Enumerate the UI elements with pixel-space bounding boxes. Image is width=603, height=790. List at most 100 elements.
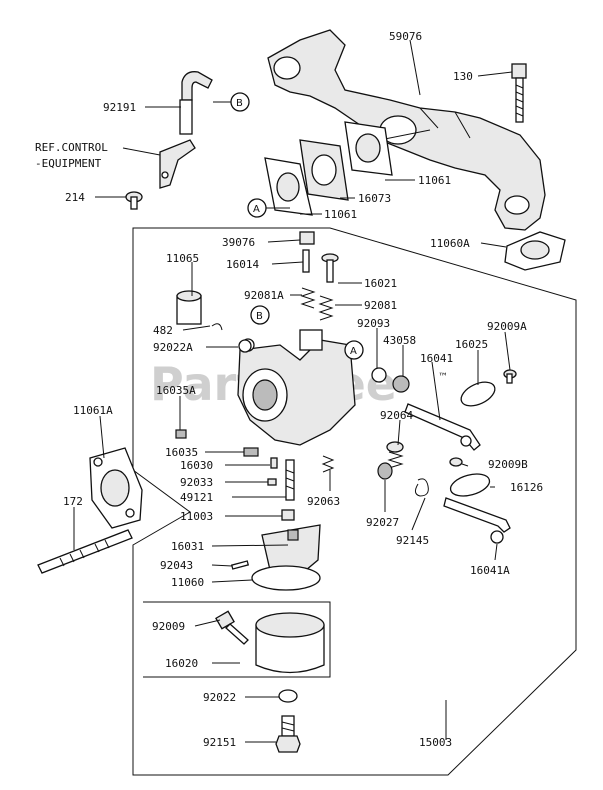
spring-92081A[interactable] bbox=[300, 287, 316, 309]
screw-92009A[interactable] bbox=[503, 369, 517, 384]
label-39076: 39076 bbox=[222, 236, 255, 249]
carburetor-body[interactable] bbox=[237, 329, 356, 446]
plate-16126[interactable] bbox=[448, 470, 492, 500]
label-15003: 15003 bbox=[419, 736, 452, 749]
label-43058: 43058 bbox=[383, 334, 416, 347]
label-92009B: 92009B bbox=[488, 458, 528, 471]
callout-b-top: B bbox=[230, 92, 250, 112]
label-92063: 92063 bbox=[307, 495, 340, 508]
screw-92009[interactable] bbox=[215, 610, 249, 645]
float-16031[interactable] bbox=[261, 524, 321, 576]
label-16073: 16073 bbox=[358, 192, 391, 205]
washer-92022[interactable] bbox=[278, 689, 298, 703]
pin-16035A[interactable] bbox=[175, 429, 187, 439]
screw-92063[interactable] bbox=[321, 455, 335, 473]
washer-92027[interactable] bbox=[377, 462, 393, 480]
float-bowl-16020[interactable] bbox=[255, 612, 325, 674]
label-16041A: 16041A bbox=[470, 564, 510, 577]
bolt-130[interactable] bbox=[511, 63, 527, 123]
svg-text:B: B bbox=[236, 98, 243, 109]
gasket-11060[interactable] bbox=[251, 565, 321, 591]
spring-92145[interactable] bbox=[414, 478, 429, 497]
gasket-11060A[interactable] bbox=[504, 231, 566, 271]
bolt-92151[interactable] bbox=[275, 715, 301, 753]
label-92145: 92145 bbox=[396, 534, 429, 547]
needle-49121[interactable] bbox=[285, 459, 295, 501]
seal-43058[interactable] bbox=[392, 375, 410, 393]
label-92022: 92022 bbox=[203, 691, 236, 704]
label-16021: 16021 bbox=[364, 277, 397, 290]
svg-text:A: A bbox=[350, 346, 357, 357]
washer-92022A[interactable] bbox=[238, 339, 252, 353]
label-ref-control-2: -EQUIPMENT bbox=[35, 157, 102, 170]
label-130: 130 bbox=[453, 70, 473, 83]
clip-482[interactable] bbox=[211, 323, 223, 331]
shaft-16041A[interactable] bbox=[443, 497, 511, 544]
plate-16025[interactable] bbox=[457, 377, 498, 410]
screw-16021[interactable] bbox=[321, 253, 339, 283]
cap-39076[interactable] bbox=[299, 231, 315, 245]
spring-92064[interactable] bbox=[386, 441, 404, 469]
label-49121: 49121 bbox=[180, 491, 213, 504]
watermark-trademark: ™ bbox=[438, 372, 448, 383]
gasket-11061A[interactable] bbox=[89, 447, 143, 529]
callout-a-top: A bbox=[247, 198, 267, 218]
insulator-16073[interactable] bbox=[299, 139, 349, 201]
label-92009: 92009 bbox=[152, 620, 185, 633]
label-172: 172 bbox=[63, 495, 83, 508]
bracket-ref-control bbox=[159, 139, 196, 189]
screw-214[interactable] bbox=[125, 191, 143, 210]
o-ring-92093[interactable] bbox=[371, 367, 387, 383]
label-16035: 16035 bbox=[165, 446, 198, 459]
pin-16035[interactable] bbox=[243, 447, 259, 457]
part-labels: 59076 130 92191 REF.CONTROL -EQUIPMENT 2… bbox=[35, 30, 543, 749]
bowl-group-bracket bbox=[143, 601, 331, 678]
label-214: 214 bbox=[65, 191, 85, 204]
label-92081A: 92081A bbox=[244, 289, 284, 302]
callout-b-carb: B bbox=[250, 305, 270, 325]
callout-a-carb: A bbox=[344, 340, 364, 360]
screw-92009B[interactable] bbox=[449, 457, 463, 467]
label-ref-control-1: REF.CONTROL bbox=[35, 141, 108, 154]
label-92009A: 92009A bbox=[487, 320, 527, 333]
label-11060: 11060 bbox=[171, 576, 204, 589]
clip-92033[interactable] bbox=[267, 478, 277, 486]
stud-172[interactable] bbox=[37, 529, 133, 574]
assembly-outline bbox=[132, 227, 577, 776]
label-92151: 92151 bbox=[203, 736, 236, 749]
label-92191: 92191 bbox=[103, 101, 136, 114]
label-92064: 92064 bbox=[380, 409, 413, 422]
gasket-11061-bottom[interactable] bbox=[264, 157, 313, 216]
collar-11065[interactable] bbox=[176, 290, 202, 325]
label-16041: 16041 bbox=[420, 352, 453, 365]
label-11061A: 11061A bbox=[73, 404, 113, 417]
label-59076: 59076 bbox=[389, 30, 422, 43]
label-16025: 16025 bbox=[455, 338, 488, 351]
label-92022A: 92022A bbox=[153, 341, 193, 354]
label-11003: 11003 bbox=[180, 510, 213, 523]
label-11061-top: 11061 bbox=[418, 174, 451, 187]
label-11065: 11065 bbox=[166, 252, 199, 265]
svg-text:A: A bbox=[253, 204, 260, 215]
label-16035A: 16035A bbox=[156, 384, 196, 397]
gasket-11061-top[interactable] bbox=[344, 121, 393, 176]
label-482: 482 bbox=[153, 324, 173, 337]
needle-16030[interactable] bbox=[270, 457, 278, 469]
plug-11003[interactable] bbox=[281, 509, 295, 521]
label-16020: 16020 bbox=[165, 657, 198, 670]
label-92093: 92093 bbox=[357, 317, 390, 330]
shaft-16041[interactable] bbox=[404, 403, 481, 451]
label-92027: 92027 bbox=[366, 516, 399, 529]
manifold-59076[interactable] bbox=[267, 29, 546, 231]
jet-16014[interactable] bbox=[302, 249, 310, 273]
spring-92081[interactable] bbox=[318, 295, 334, 321]
label-16030: 16030 bbox=[180, 459, 213, 472]
label-16014: 16014 bbox=[226, 258, 259, 271]
label-11061-bottom: 11061 bbox=[324, 208, 357, 221]
label-92033: 92033 bbox=[180, 476, 213, 489]
label-92043: 92043 bbox=[160, 559, 193, 572]
tube-92191[interactable] bbox=[179, 71, 213, 135]
pin-92043[interactable] bbox=[230, 560, 250, 570]
svg-text:B: B bbox=[256, 311, 263, 322]
